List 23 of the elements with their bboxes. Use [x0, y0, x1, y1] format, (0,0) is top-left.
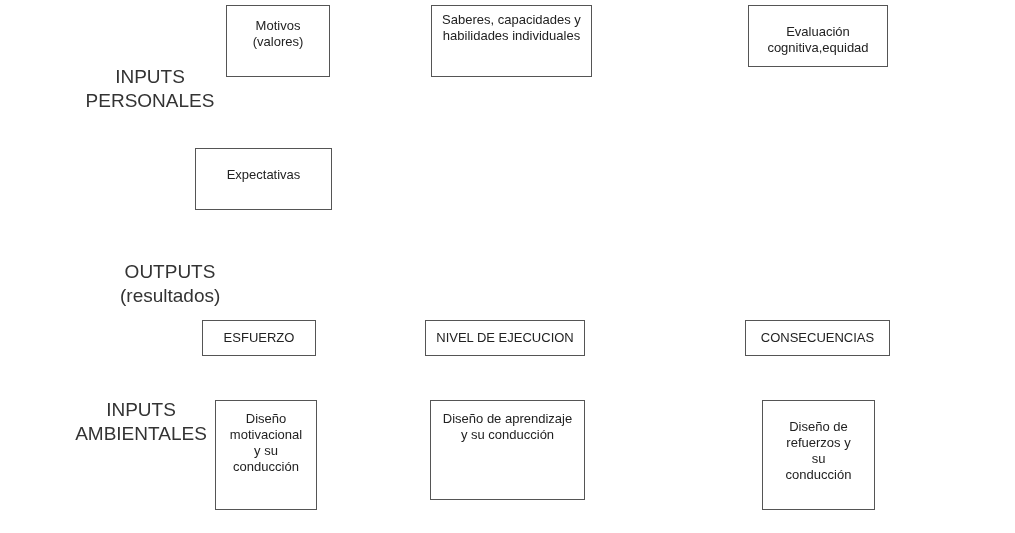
text-box [430, 400, 585, 500]
box-text: Diseño motivacional y su conducción [228, 411, 304, 475]
text-box [431, 5, 592, 77]
row-heading: INPUTS PERSONALES [84, 65, 216, 113]
box-text: Motivos (valores) [251, 18, 305, 50]
text-box [762, 400, 875, 510]
box-text: ESFUERZO [223, 330, 295, 346]
text-box [425, 320, 585, 356]
text-box [226, 5, 330, 77]
box-text: NIVEL DE EJECUCION [436, 330, 574, 346]
text-box [745, 320, 890, 356]
text-box [195, 148, 332, 210]
box-text: Diseño de refuerzos y su conducción [784, 419, 853, 483]
box-text: Saberes, capacidades y habilidades individuales [441, 12, 582, 44]
row-heading: OUTPUTS (resultados) [120, 260, 220, 308]
text-box [202, 320, 316, 356]
row-heading: INPUTS AMBIENTALES [74, 398, 208, 446]
text-box [215, 400, 317, 510]
box-text: Diseño de aprendizaje y su conducción [442, 411, 573, 443]
text-box [748, 5, 888, 67]
box-text: CONSECUENCIAS [760, 330, 875, 346]
box-text: Evaluación cognitiva,equidad [766, 24, 870, 56]
box-text: Expectativas [226, 167, 301, 183]
